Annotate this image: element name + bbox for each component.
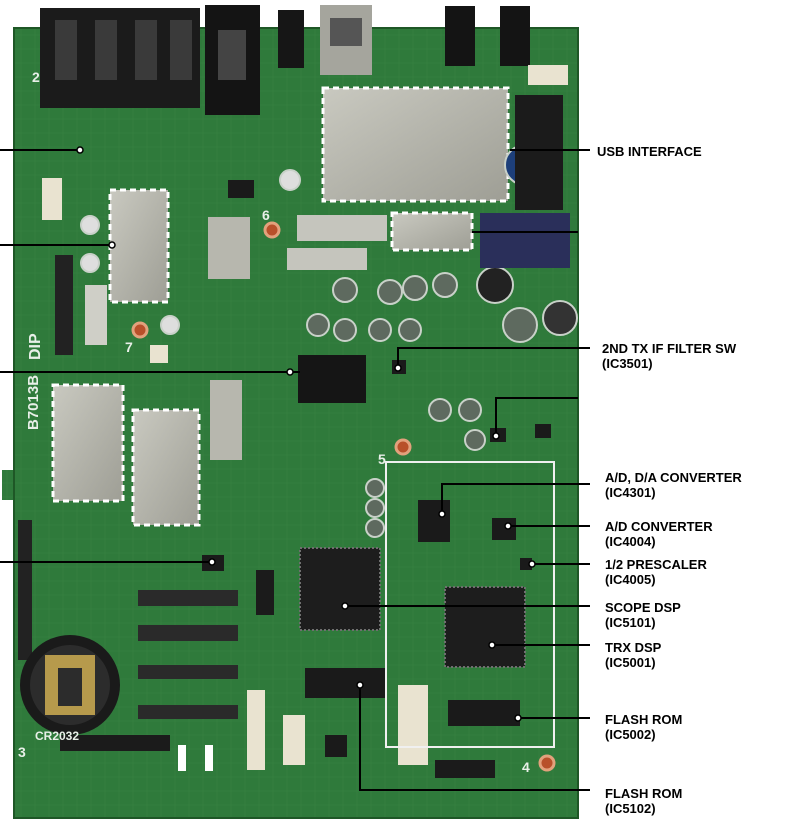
coin-battery [20, 635, 120, 735]
label-flash-rom-ic5102-ref: (IC5102) [605, 801, 656, 816]
leader-dots [76, 146, 536, 722]
label-trx-dsp-ref: (IC5001) [605, 655, 656, 670]
mounting-holes [131, 221, 556, 772]
leader-lines [0, 149, 590, 791]
ics [202, 180, 570, 757]
label-2nd-tx-if-filter-sw: 2ND TX IF FILTER SW (IC3501) [602, 341, 736, 371]
silk-2: 2 [32, 69, 40, 85]
leader-right-ic [495, 397, 578, 433]
label-scope-dsp-name: SCOPE DSP [605, 600, 681, 615]
leader-tx-if [397, 347, 590, 365]
silk-3: 3 [18, 744, 26, 760]
label-flash-rom-ic5002-name: FLASH ROM [605, 712, 683, 727]
label-ad-da-converter: A/D, D/A CONVERTER (IC4301) [605, 470, 742, 500]
bottom-pads [178, 745, 213, 771]
top-connectors [40, 5, 568, 115]
silk-5: 5 [378, 451, 386, 467]
label-usb-interface-name: USB INTERFACE [597, 144, 702, 159]
label-scope-dsp-ref: (IC5101) [605, 615, 656, 630]
label-trx-dsp-name: TRX DSP [605, 640, 662, 655]
label-ad-converter-name: A/D CONVERTER [605, 519, 713, 534]
label-flash-rom-ic5102: FLASH ROM (IC5102) [605, 786, 682, 816]
label-ad-converter: A/D CONVERTER (IC4004) [605, 519, 713, 549]
label-half-prescaler: 1/2 PRESCALER (IC4005) [605, 557, 707, 587]
label-flash-rom-ic5002: FLASH ROM (IC5002) [605, 712, 682, 742]
label-flash-rom-ic5102-name: FLASH ROM [605, 786, 683, 801]
silk-dip: DIP [27, 333, 44, 360]
headers [18, 95, 563, 778]
label-ad-da-converter-name: A/D, D/A CONVERTER [605, 470, 742, 485]
label-usb-interface: USB INTERFACE [597, 144, 702, 159]
label-2nd-tx-if-filter-sw-ref: (IC3501) [602, 356, 653, 371]
silk-7: 7 [125, 339, 133, 355]
label-flash-rom-ic5002-ref: (IC5002) [605, 727, 656, 742]
label-half-prescaler-ref: (IC4005) [605, 572, 656, 587]
leader-flash2 [359, 685, 590, 791]
leader-ad-da [441, 483, 590, 514]
label-2nd-tx-if-filter-sw-name: 2ND TX IF FILTER SW [602, 341, 737, 356]
label-trx-dsp: TRX DSP (IC5001) [605, 640, 661, 670]
silk-battery: CR2032 [35, 729, 79, 743]
silk-board-code: B7013B [25, 375, 42, 430]
shield-cans [51, 86, 510, 527]
label-ad-da-converter-ref: (IC4301) [605, 485, 656, 500]
silk-4: 4 [522, 759, 530, 775]
label-scope-dsp: SCOPE DSP (IC5101) [605, 600, 681, 630]
label-half-prescaler-name: 1/2 PRESCALER [605, 557, 707, 572]
silk-6: 6 [262, 207, 270, 223]
label-ad-converter-ref: (IC4004) [605, 534, 656, 549]
section-outline [385, 461, 555, 748]
